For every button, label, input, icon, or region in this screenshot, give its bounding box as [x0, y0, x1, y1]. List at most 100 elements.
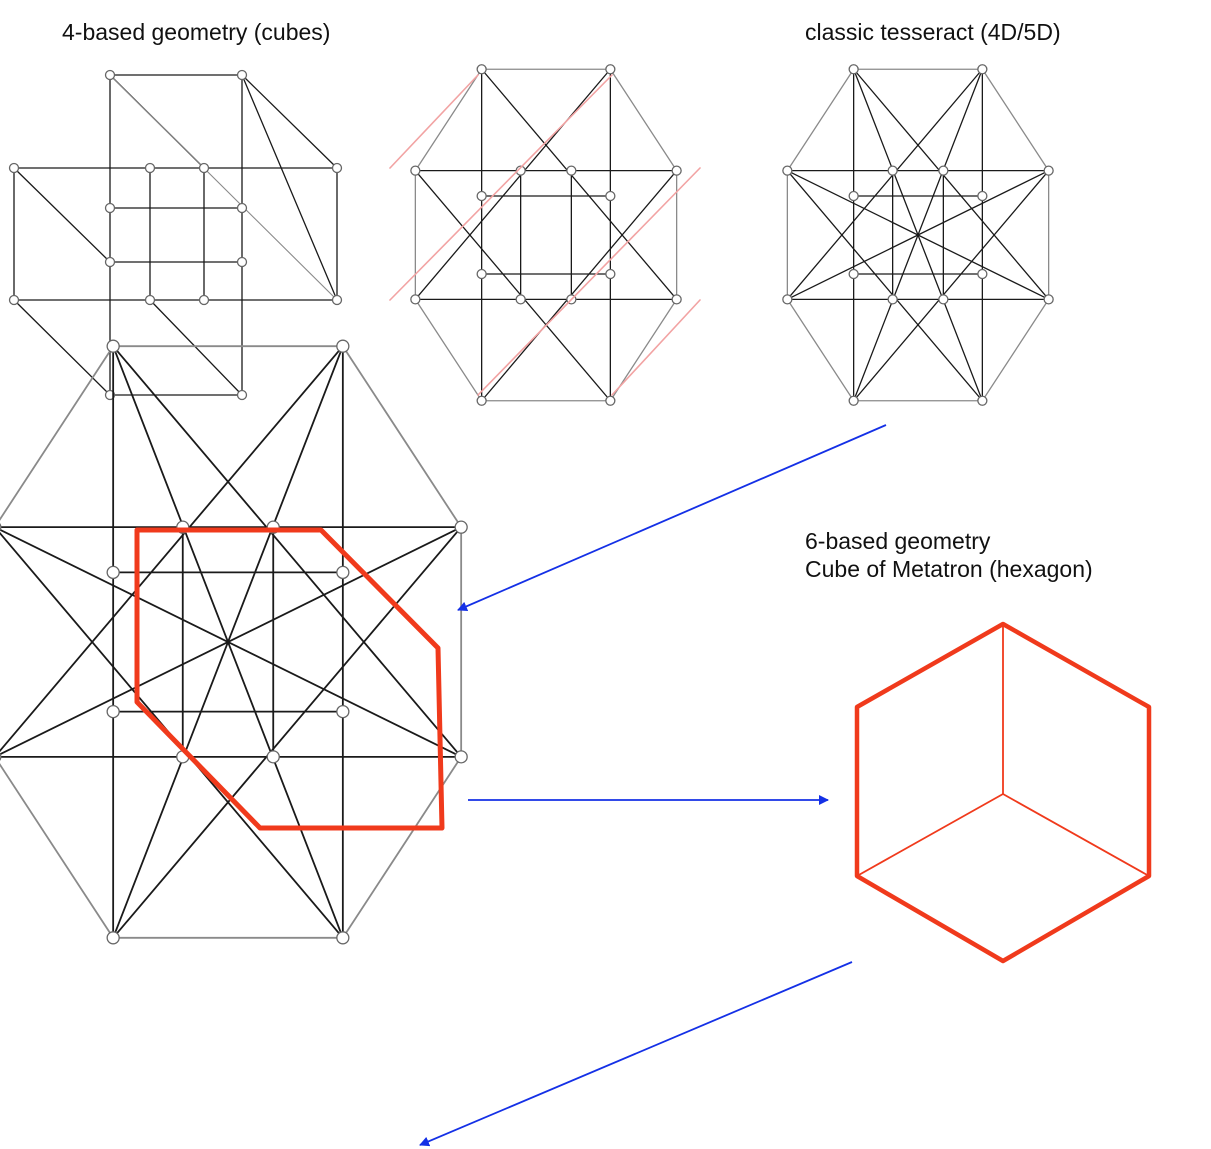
vertex	[476, 395, 487, 406]
figure-cubes-pair	[8, 69, 343, 401]
vertex	[106, 931, 120, 945]
vertex	[605, 190, 616, 202]
diagonal	[414, 169, 611, 402]
edge	[13, 167, 111, 263]
outer-edge	[0, 345, 115, 521]
vertex	[1043, 294, 1054, 305]
diagonal	[109, 74, 338, 301]
diagonal	[0, 531, 344, 939]
label-six-based-geometry: 6-based geometry Cube of Metatron (hexag…	[805, 527, 1093, 583]
diagonal	[786, 169, 983, 402]
vertex	[336, 339, 350, 353]
vertex	[454, 750, 468, 764]
vertex	[977, 64, 988, 75]
diagonal	[0, 345, 344, 753]
diagonal	[480, 169, 678, 402]
outer-edge	[341, 345, 463, 529]
vertex	[515, 294, 526, 305]
diagonal	[786, 68, 983, 301]
figure-metatron-hexagon	[854, 621, 1152, 964]
vertex	[605, 395, 616, 406]
figure-tesseract-red-diagonals	[389, 64, 701, 406]
vertex	[8, 294, 20, 306]
vertex	[782, 165, 793, 176]
vertex	[198, 294, 210, 306]
vertex	[454, 520, 468, 534]
diagonal	[853, 169, 1050, 402]
vertex	[236, 389, 248, 401]
red-diagonal	[611, 299, 701, 396]
figure-classic-tesseract	[782, 64, 1054, 406]
outer-edge	[981, 298, 1050, 402]
diagonal	[112, 345, 463, 758]
outer-edge	[786, 68, 855, 172]
vertex	[938, 165, 949, 176]
vertex	[106, 339, 120, 353]
edge	[241, 74, 338, 301]
arrows	[419, 424, 887, 1147]
diagonal	[853, 68, 1050, 301]
vertex	[671, 294, 682, 305]
diagonal	[112, 526, 463, 939]
hexagon-outline	[854, 621, 1152, 964]
vertex	[782, 294, 793, 305]
vertex	[106, 704, 120, 719]
vertex	[0, 522, 2, 532]
vertex	[0, 752, 2, 762]
vertex	[236, 256, 248, 268]
vertex	[566, 165, 577, 176]
vertex	[605, 268, 616, 280]
label-six-based-line1: 6-based geometry	[805, 528, 991, 554]
edge	[241, 74, 338, 169]
outer-edge	[786, 298, 855, 402]
vertex	[104, 389, 116, 401]
vertex	[476, 64, 487, 75]
vertex	[336, 704, 350, 719]
arrow-down-left	[419, 961, 853, 1147]
hexagon-inner-edge	[856, 793, 1004, 877]
vertex	[236, 202, 248, 214]
edge	[149, 299, 243, 396]
outer-edge	[609, 68, 678, 172]
vertex	[848, 64, 859, 75]
vertex	[236, 69, 248, 81]
vertex	[198, 162, 210, 174]
vertex	[410, 294, 421, 305]
hexagon-inner-edge	[1002, 793, 1150, 877]
label-six-based-line2: Cube of Metatron (hexagon)	[805, 556, 1093, 582]
vertex	[104, 202, 116, 214]
vertex	[515, 165, 526, 176]
diagonal	[480, 68, 678, 301]
outer-edge	[0, 763, 115, 939]
outer-edge	[981, 68, 1050, 172]
vertex	[106, 565, 120, 580]
vertex	[266, 750, 280, 764]
red-diagonal	[389, 74, 613, 301]
vertex	[671, 165, 682, 176]
red-diagonal	[389, 74, 479, 169]
figure-tesseract-highlighted	[0, 339, 468, 945]
vertex	[887, 294, 898, 305]
edge	[13, 299, 111, 396]
red-hexagon-outline	[134, 527, 445, 831]
vertex	[938, 294, 949, 305]
label-four-based-geometry: 4-based geometry (cubes)	[62, 19, 331, 45]
arrow-to-enlarged	[457, 424, 887, 612]
vertex	[977, 395, 988, 406]
vertex	[1043, 165, 1054, 176]
outer-edge	[414, 298, 483, 402]
vertex	[104, 256, 116, 268]
diagonal	[0, 526, 463, 756]
vertex	[144, 294, 156, 306]
diagonal	[414, 68, 611, 301]
vertex	[331, 294, 343, 306]
vertex	[476, 268, 487, 280]
vertex	[848, 395, 859, 406]
vertex	[144, 162, 156, 174]
vertex	[977, 268, 988, 280]
outer-edge	[414, 68, 483, 172]
label-classic-tesseract: classic tesseract (4D/5D)	[805, 19, 1061, 45]
red-diagonal	[477, 167, 701, 396]
vertex	[336, 931, 350, 945]
